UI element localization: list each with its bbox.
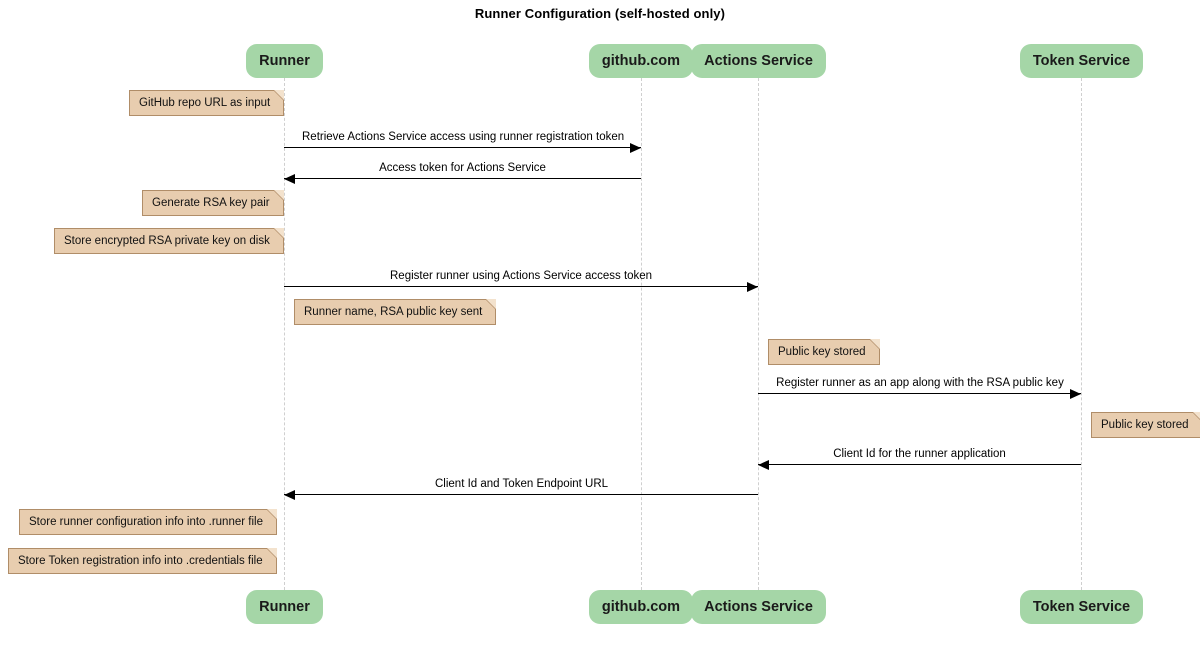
message-label-m1: Retrieve Actions Service access using ru… <box>302 131 625 143</box>
note-label: Runner name, RSA public key sent <box>304 306 483 318</box>
lifeline-github <box>641 78 642 590</box>
message-line-m6 <box>284 494 758 495</box>
message-arrowhead-m4 <box>1070 389 1081 399</box>
note-n7: Store runner configuration info into .ru… <box>19 509 277 536</box>
message-label-m6: Client Id and Token Endpoint URL <box>435 478 609 490</box>
participant-runner-top[interactable]: Runner <box>246 44 323 78</box>
message-arrowhead-m6 <box>284 490 295 500</box>
note-label: Store runner configuration info into .ru… <box>29 516 263 528</box>
message-label-m4: Register runner as an app along with the… <box>776 377 1064 389</box>
note-n2: Generate RSA key pair <box>142 190 284 217</box>
note-n3: Store encrypted RSA private key on disk <box>54 228 284 255</box>
participant-token-top[interactable]: Token Service <box>1020 44 1143 78</box>
message-line-m3 <box>284 286 758 287</box>
note-label: GitHub repo URL as input <box>139 97 271 109</box>
note-label: Store encrypted RSA private key on disk <box>64 235 270 247</box>
message-arrowhead-m5 <box>758 460 769 470</box>
diagram-title: Runner Configuration (self-hosted only) <box>474 6 726 21</box>
message-arrowhead-m2 <box>284 174 295 184</box>
participant-actions-top[interactable]: Actions Service <box>691 44 826 78</box>
note-label: Generate RSA key pair <box>152 197 270 209</box>
message-label-m5: Client Id for the runner application <box>833 448 1006 460</box>
message-line-m5 <box>758 464 1081 465</box>
message-line-m4 <box>758 393 1081 394</box>
message-label-m2: Access token for Actions Service <box>379 162 546 174</box>
participant-actions-bottom[interactable]: Actions Service <box>691 590 826 624</box>
note-label: Public key stored <box>778 346 866 358</box>
note-n6: Public key stored <box>1091 412 1200 439</box>
message-line-m2 <box>284 178 641 179</box>
message-line-m1 <box>284 147 641 148</box>
message-arrowhead-m1 <box>630 143 641 153</box>
lifeline-actions <box>758 78 759 590</box>
participant-token-bottom[interactable]: Token Service <box>1020 590 1143 624</box>
note-label: Public key stored <box>1101 419 1189 431</box>
note-label: Store Token registration info into .cred… <box>18 555 263 567</box>
participant-github-bottom[interactable]: github.com <box>589 590 693 624</box>
note-n1: GitHub repo URL as input <box>129 90 284 117</box>
lifeline-runner <box>284 78 285 590</box>
note-n4: Runner name, RSA public key sent <box>294 299 496 326</box>
note-n5: Public key stored <box>768 339 880 366</box>
note-n8: Store Token registration info into .cred… <box>8 548 277 575</box>
participant-github-top[interactable]: github.com <box>589 44 693 78</box>
message-label-m3: Register runner using Actions Service ac… <box>390 270 653 282</box>
lifeline-token <box>1081 78 1082 590</box>
message-arrowhead-m3 <box>747 282 758 292</box>
participant-runner-bottom[interactable]: Runner <box>246 590 323 624</box>
